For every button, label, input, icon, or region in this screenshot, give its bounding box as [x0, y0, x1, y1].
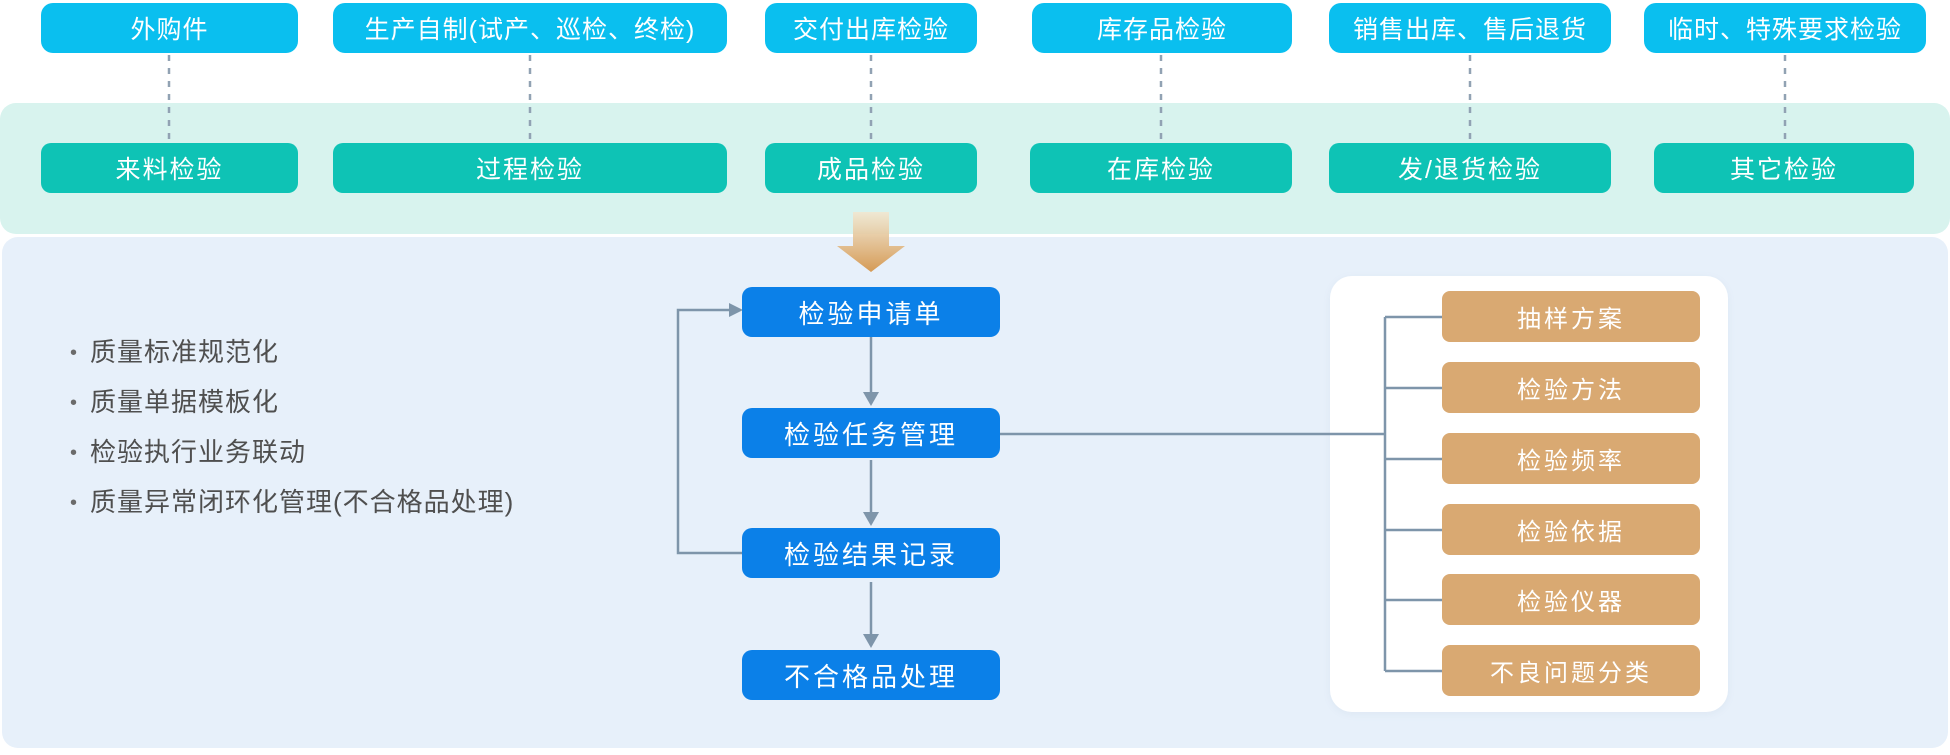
standard-box-inspection-frequency: 检验频率	[1442, 433, 1700, 484]
capability-item: 质量标准规范化	[70, 327, 514, 377]
capability-item: 质量单据模板化	[70, 377, 514, 427]
source-box-adhoc-special: 临时、特殊要求检验	[1644, 3, 1926, 53]
capability-item: 检验执行业务联动	[70, 427, 514, 477]
flow-step-result-record: 检验结果记录	[742, 528, 1000, 578]
flow-step-nonconforming-handling: 不合格品处理	[742, 650, 1000, 700]
standard-box-inspection-method: 检验方法	[1442, 362, 1700, 413]
capability-list: 质量标准规范化 质量单据模板化 检验执行业务联动 质量异常闭环化管理(不合格品处…	[70, 327, 514, 527]
standard-box-inspection-basis: 检验依据	[1442, 504, 1700, 555]
standard-box-sampling-plan: 抽样方案	[1442, 291, 1700, 342]
inspection-box-other: 其它检验	[1654, 143, 1914, 193]
inspection-box-shipment-return: 发/退货检验	[1329, 143, 1611, 193]
source-box-stock-items: 库存品检验	[1032, 3, 1292, 53]
inspection-box-in-stock: 在库检验	[1030, 143, 1292, 193]
source-box-in-house-production: 生产自制(试产、巡检、终检)	[333, 3, 727, 53]
source-box-sales-returns: 销售出库、售后退货	[1329, 3, 1611, 53]
standard-box-defect-classification: 不良问题分类	[1442, 645, 1700, 696]
inspection-box-finished-goods: 成品检验	[765, 143, 977, 193]
capability-item: 质量异常闭环化管理(不合格品处理)	[70, 477, 514, 527]
flow-step-inspection-request: 检验申请单	[742, 287, 1000, 337]
standards-card	[1330, 276, 1728, 712]
standard-box-inspection-instrument: 检验仪器	[1442, 574, 1700, 625]
inspection-box-incoming: 来料检验	[41, 143, 298, 193]
source-box-outsourced-parts: 外购件	[41, 3, 298, 53]
source-box-delivery-outbound: 交付出库检验	[765, 3, 977, 53]
inspection-box-process: 过程检验	[333, 143, 727, 193]
flow-step-task-management: 检验任务管理	[742, 408, 1000, 458]
